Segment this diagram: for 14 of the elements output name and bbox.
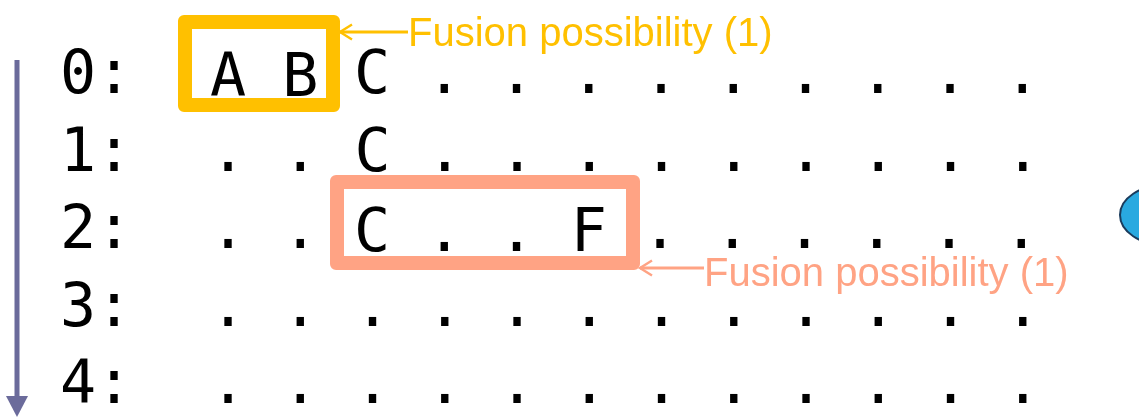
- cell-sequence: C . . F: [354, 200, 607, 260]
- cell-sequence: . . C . . . . . . . . .: [210, 120, 1041, 180]
- arrow: [638, 259, 704, 277]
- row-index: 4:: [60, 352, 133, 412]
- arrow: [338, 23, 408, 41]
- highlight-box: [330, 175, 640, 270]
- row-index: 0:: [60, 42, 133, 102]
- cell-sequence: A B: [210, 45, 319, 105]
- row-index: 3:: [60, 275, 133, 335]
- cell-sequence: . . . . . . . . . . . .: [210, 352, 1041, 412]
- row-index: 2:: [60, 197, 133, 257]
- row-index: 1:: [60, 120, 133, 180]
- cell-sequence: . .: [210, 197, 319, 257]
- highlight-box: [178, 15, 340, 112]
